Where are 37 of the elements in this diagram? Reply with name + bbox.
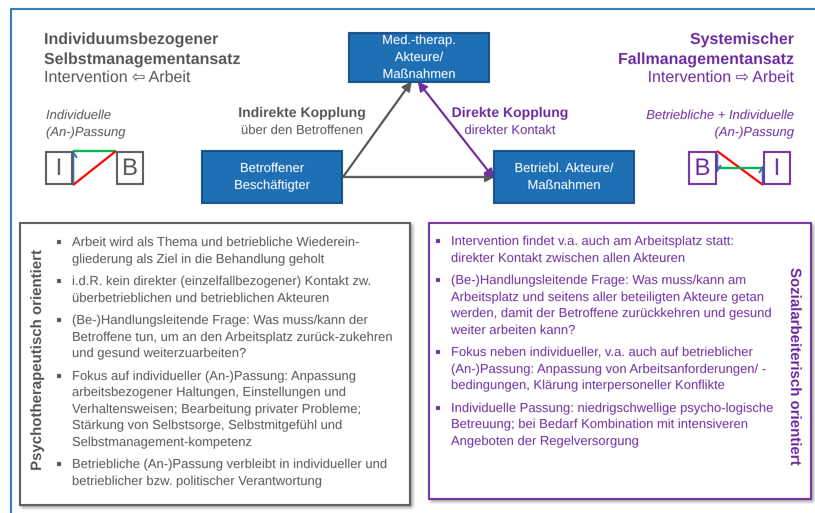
approach-subtitle: Intervention ⇨ Arbeit xyxy=(646,68,794,87)
bullet-item: Arbeit wird als Thema und betriebliche Wiederein-gliederung als Ziel in die Behandlung geholt xyxy=(55,234,400,267)
letter-box: I xyxy=(45,151,73,185)
connector-line xyxy=(73,150,116,152)
coupling-title: Direkte Kopplung xyxy=(450,104,570,120)
process-box: Betriebl. Akteure/ Maßnahmen xyxy=(493,150,635,204)
adjustment-label: Betriebliche + Individuelle (An-)Passung xyxy=(645,106,794,140)
coupling-title: Indirekte Kopplung xyxy=(237,104,367,120)
letter-box: B xyxy=(116,151,144,185)
arrow xyxy=(343,172,494,182)
approach-title: Individuumsbezogener Selbstmanagementansatz xyxy=(44,30,242,70)
approach-title: Systemischer Fallmanagementansatz xyxy=(616,30,794,70)
process-box: Med.-therap. Akteure/ Maßnahmen xyxy=(348,32,490,83)
arrow xyxy=(342,82,412,178)
connector-line xyxy=(72,150,117,186)
coupling-subtitle: direkter Kontakt xyxy=(463,122,557,137)
bullet-item: Intervention findet v.a. auch am Arbeitsplatz statt: direkter Kontakt zwischen allen Akteuren xyxy=(434,233,774,266)
bullet-item: Fokus auf individueller (An-)Passung: Anpassung arbeitsbezogener Haltungen, Einstellungen und Verhaltensweisen; Bearbeitung privater Probleme; Stärkung von Selbstsorge, Selbstmitgefühl und Selbstmanagement-kompetenz xyxy=(55,368,400,450)
connector-line xyxy=(717,166,763,170)
bullet-item: (Be-)Handlungsleitende Frage: Was muss/kann am Arbeitsplatz und seitens aller beteiligten Akteure getan werden, damit der Betroffene zurückkehren und gesund weiter arbeiten kann? xyxy=(434,272,774,338)
bullet-item: i.d.R. kein direkter (einzelfallbezogener) Kontakt zw. überbetrieblichen und betrieblichen Akteuren xyxy=(55,273,400,306)
bullet-item: Individuelle Passung: niedrigschwellige psycho-logische Betreuung; bei Bedarf Kombination mit intensiveren Angeboten der Regelversorgung xyxy=(434,400,774,449)
bullet-item: Fokus neben individueller, v.a. auch auf betrieblicher (An-)Passung: Anpassung von Arbeitsanforderungen/ -bedingungen, Klärung interpersoneller Konflikte xyxy=(434,344,774,394)
text-panel xyxy=(428,222,812,500)
connector-line xyxy=(716,150,764,186)
letter-box: B xyxy=(688,151,717,185)
text-panel xyxy=(19,222,411,506)
panel-heading: Sozialarbeiterisch orientiert xyxy=(787,268,804,466)
coupling-subtitle: über den Betroffenen xyxy=(240,122,364,137)
adjustment-label: Individuelle (An-)Passung xyxy=(46,106,126,140)
bullet-item: (Be-)Handlungsleitende Frage: Was muss/kann der Betroffene tun, um an den Arbeitsplatz zurück-zukehren und gesund weiterzuarbeiten? xyxy=(55,312,400,362)
arrow xyxy=(418,82,494,178)
bullet-item: Betriebliche (An-)Passung verbleibt in individueller und betrieblicher bzw. politischer Verantwortung xyxy=(55,456,400,489)
panel-heading: Psychotherapeutisch orientiert xyxy=(28,250,45,471)
process-box: Betroffener Beschäftigter xyxy=(201,150,343,204)
approach-subtitle: Intervention ⇦ Arbeit xyxy=(44,68,192,87)
letter-box: I xyxy=(763,151,791,185)
